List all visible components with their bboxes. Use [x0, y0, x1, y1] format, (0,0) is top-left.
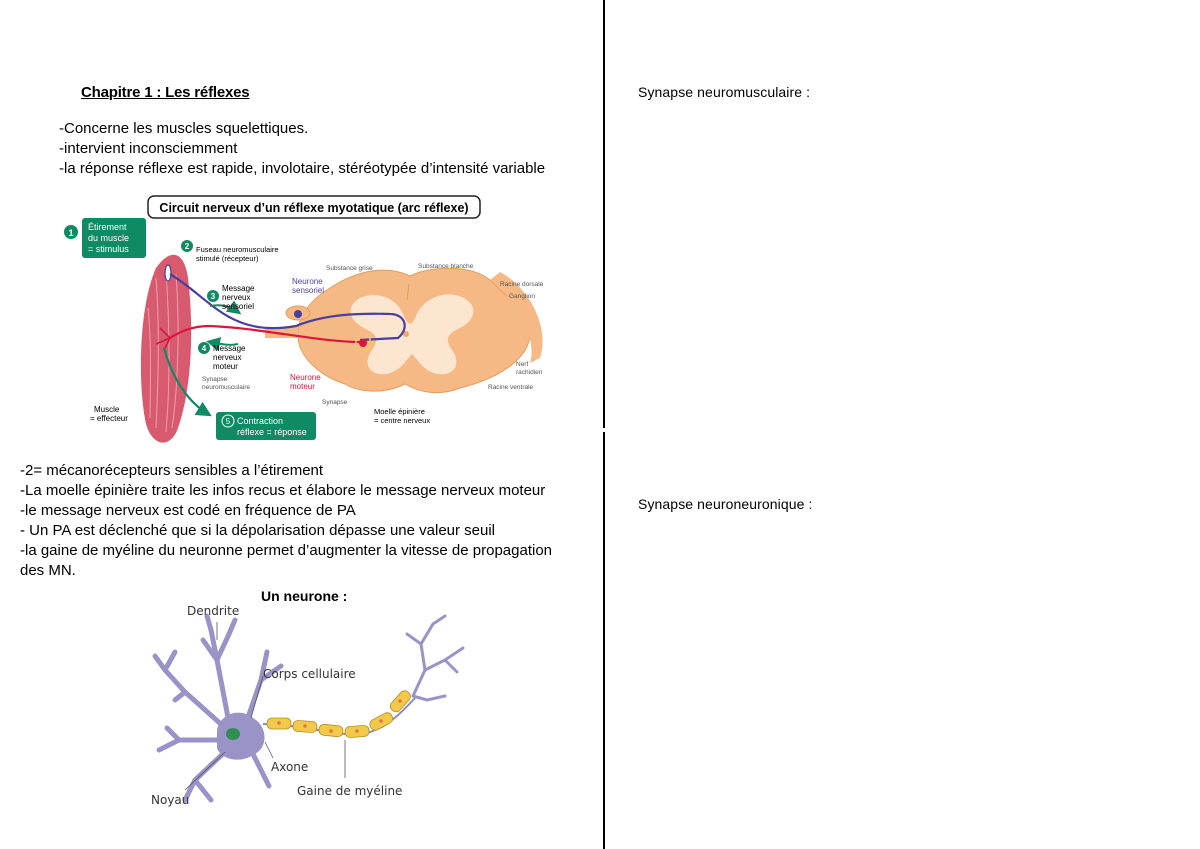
page-divider-gap: [602, 428, 606, 432]
note-line: -2= mécanorécepteurs sensibles a l’étire…: [20, 462, 324, 479]
motor-neuron-path: [169, 324, 361, 344]
cell-body: [217, 712, 265, 760]
intro-line: -intervient inconsciemment: [59, 140, 238, 157]
spinal-cord: [265, 267, 543, 394]
note-line: -le message nerveux est codé en fréquenc…: [20, 502, 356, 519]
intro-line: -Concerne les muscles squelettiques.: [59, 120, 309, 137]
svg-text:stimulé (récepteur): stimulé (récepteur): [196, 254, 259, 263]
label-axone: Axone: [271, 760, 308, 774]
reflex-arc-figure: Circuit nerveux d’un réflexe myotatique …: [60, 188, 570, 446]
svg-text:Message: Message: [222, 284, 255, 293]
svg-text:Contraction: Contraction: [237, 416, 283, 426]
dendrites: [152, 613, 284, 803]
myelin-sheath: [266, 690, 411, 738]
svg-text:5: 5: [226, 417, 231, 426]
svg-text:Substance blanche: Substance blanche: [418, 263, 474, 270]
nucleus: [226, 728, 240, 740]
svg-text:Racine dorsale: Racine dorsale: [500, 281, 544, 288]
svg-text:du muscle: du muscle: [88, 233, 129, 243]
svg-text:= centre nerveux: = centre nerveux: [374, 416, 430, 425]
svg-text:Muscle: Muscle: [94, 405, 120, 414]
svg-text:sensoriel: sensoriel: [222, 302, 254, 311]
svg-text:Synapse: Synapse: [202, 376, 228, 383]
notes-list: -2= mécanorécepteurs sensibles a l’étire…: [20, 461, 552, 581]
svg-text:= stimulus: = stimulus: [88, 244, 129, 254]
label-dendrite: Dendrite: [187, 604, 239, 618]
label-gaine: Gaine de myéline: [297, 784, 402, 798]
page-divider: [603, 0, 605, 849]
figure-title: Circuit nerveux d’un réflexe myotatique …: [159, 201, 468, 215]
svg-text:3: 3: [211, 292, 216, 301]
svg-text:Synapse: Synapse: [322, 399, 348, 406]
svg-text:Neurone: Neurone: [290, 373, 321, 382]
synapse-neuroneuronique-label: Synapse neuroneuronique :: [638, 496, 813, 512]
svg-text:Substance grise: Substance grise: [326, 265, 373, 272]
svg-text:2: 2: [185, 242, 190, 251]
neuron-title: Un neurone :: [261, 588, 348, 604]
schwann-nuclei: [277, 699, 402, 733]
note-line: -La moelle épinière traite les infos rec…: [20, 482, 546, 499]
figure-title-box: [147, 195, 481, 219]
svg-text:Moelle épinière: Moelle épinière: [374, 407, 425, 416]
svg-text:moteur: moteur: [213, 362, 238, 371]
svg-text:Neurone: Neurone: [292, 277, 323, 286]
chapter-title: Chapitre 1 : Les réflexes: [81, 84, 250, 101]
neuron-figure: Dendrite Corps cellulaire Axone Gaine de…: [151, 604, 465, 807]
svg-text:neuromusculaire: neuromusculaire: [202, 384, 250, 391]
step-1-badge: [64, 225, 78, 239]
svg-text:= effecteur: = effecteur: [90, 414, 128, 423]
note-line: des MN.: [20, 562, 76, 579]
label-corps: Corps cellulaire: [263, 667, 356, 681]
muscle-shape: [140, 254, 192, 443]
svg-text:Racine ventrale: Racine ventrale: [488, 384, 534, 391]
svg-text:rachidien: rachidien: [516, 369, 543, 376]
svg-text:Fuseau neuromusculaire: Fuseau neuromusculaire: [196, 245, 279, 254]
synapse-box: [355, 335, 371, 351]
synapse-neuromusculaire-label: Synapse neuromusculaire :: [638, 84, 811, 100]
svg-text:1: 1: [68, 228, 73, 238]
svg-text:réflexe = réponse: réflexe = réponse: [237, 427, 307, 437]
axon-terminals: [405, 614, 465, 702]
svg-text:nerveux: nerveux: [213, 353, 241, 362]
intro-list: -Concerne les muscles squelettiques. -in…: [59, 119, 545, 179]
intro-line: -la réponse réflexe est rapide, involota…: [59, 160, 546, 177]
svg-text:moteur: moteur: [290, 382, 315, 391]
note-line: - Un PA est déclenché que si la dépolari…: [20, 522, 496, 539]
note-line: -la gaine de myéline du neuronne permet …: [20, 542, 553, 559]
svg-text:sensoriel: sensoriel: [292, 286, 324, 295]
svg-text:4: 4: [202, 344, 207, 353]
motor-neuron-body: [359, 339, 367, 347]
step-5-box: [216, 412, 316, 440]
svg-text:Ganglion: Ganglion: [509, 293, 535, 300]
sensory-neuron-body: [294, 310, 302, 318]
step-1-box: [82, 218, 146, 258]
label-noyau: Noyau: [151, 793, 189, 807]
svg-text:Nerf: Nerf: [516, 361, 528, 368]
svg-text:nerveux: nerveux: [222, 293, 250, 302]
sensory-neuron-path: [169, 273, 406, 342]
svg-text:Étirement: Étirement: [88, 222, 127, 232]
svg-text:Message: Message: [213, 344, 246, 353]
